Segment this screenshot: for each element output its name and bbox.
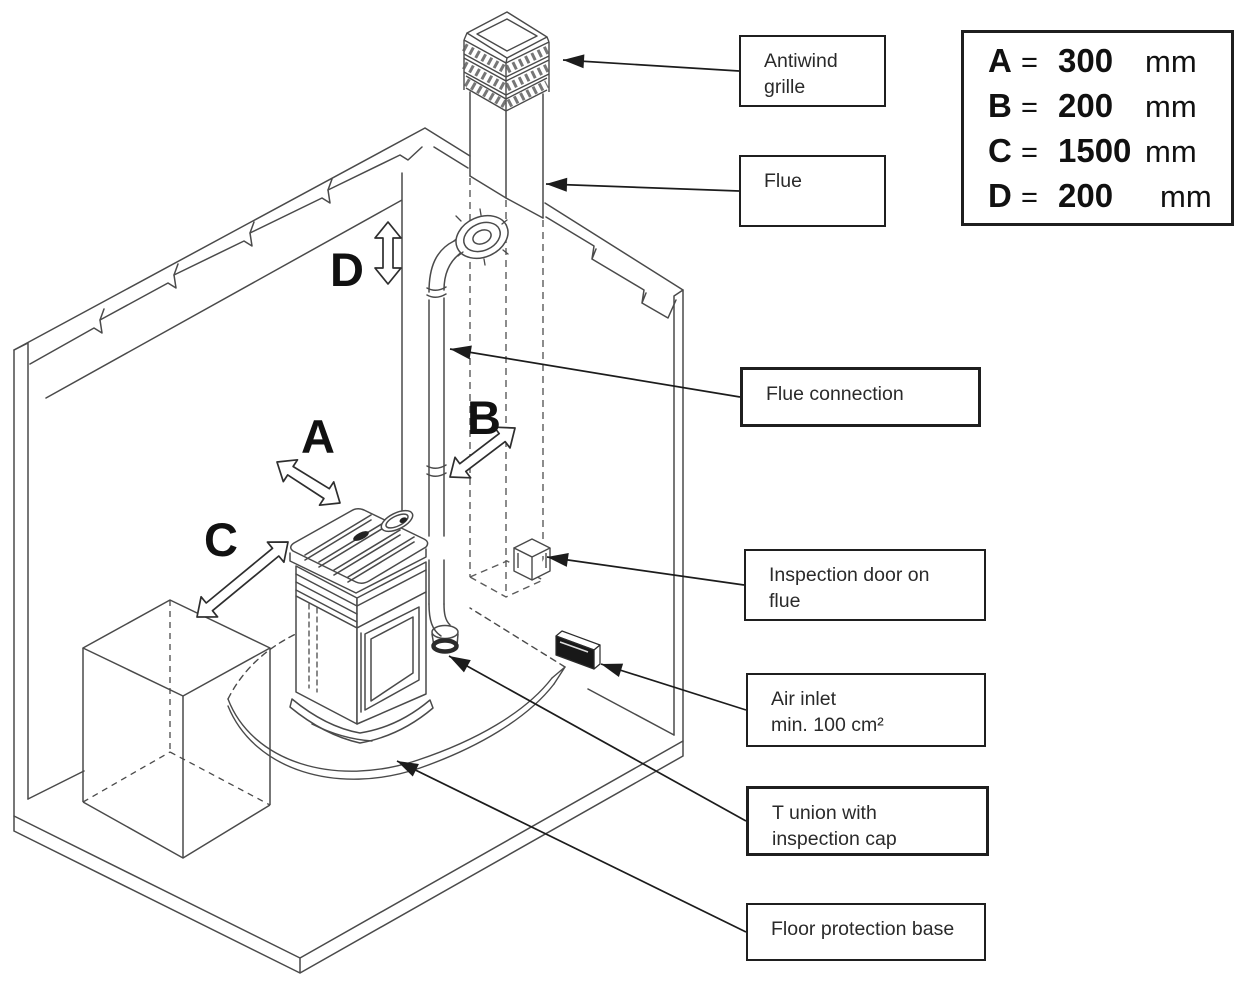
callout-flue: Flue xyxy=(739,155,886,227)
legend-equals: = xyxy=(1021,47,1038,79)
furniture-box xyxy=(82,599,271,859)
callout-flue-connection: Flue connection xyxy=(740,367,981,427)
flue-connection-arrow xyxy=(449,345,741,398)
dim-letter-d: D xyxy=(330,243,364,296)
legend-value: 200 xyxy=(1058,87,1114,124)
antiwind-grille-drawing xyxy=(462,11,551,113)
legend-letter: C xyxy=(988,132,1012,169)
legend-letter: B xyxy=(988,87,1012,124)
legend-unit: mm xyxy=(1145,44,1197,79)
callout-t-union: T union with inspection cap xyxy=(746,786,989,856)
antiwind-grille-arrow xyxy=(562,54,740,72)
inspection-door-drawing xyxy=(513,538,551,581)
legend-row: B = 200 mm xyxy=(988,87,1231,132)
dim-arrow-b xyxy=(449,426,516,479)
dimensions-legend: A = 300 mm B = 200 mm C = 1500 mm D = 20… xyxy=(961,30,1234,226)
legend-row: A = 300 mm xyxy=(988,42,1231,87)
t-union-drawing xyxy=(428,603,459,654)
callout-air-inlet: Air inlet min. 100 cm² xyxy=(746,673,986,747)
legend-equals: = xyxy=(1021,92,1038,124)
legend-value: 1500 xyxy=(1058,132,1132,169)
flue-connection-pipe xyxy=(426,208,509,605)
legend-letter: A xyxy=(988,42,1012,79)
room-structure xyxy=(13,127,684,974)
dimension-arrows xyxy=(196,221,516,618)
air-inlet-arrow xyxy=(600,663,747,711)
legend-value: 300 xyxy=(1058,42,1114,79)
callout-floor-protection-base: Floor protection base xyxy=(746,903,986,961)
stove xyxy=(289,507,434,744)
callout-inspection-door: Inspection door on flue xyxy=(744,549,986,621)
dim-arrow-d xyxy=(374,221,402,285)
dim-letter-c: C xyxy=(204,513,238,566)
legend-value: 200 xyxy=(1058,177,1114,214)
legend-row: C = 1500 mm xyxy=(988,132,1231,177)
legend-letter: D xyxy=(988,177,1012,214)
legend-equals: = xyxy=(1021,137,1038,169)
callout-lines xyxy=(396,54,747,933)
t-union-arrow xyxy=(448,655,747,822)
roof-chimney xyxy=(469,91,544,219)
floor-base-arrow xyxy=(396,760,747,933)
legend-unit: mm xyxy=(1145,134,1197,169)
dim-letter-a: A xyxy=(301,410,335,463)
dim-arrow-a xyxy=(276,458,341,507)
legend-equals: = xyxy=(1021,182,1038,214)
dim-arrow-c xyxy=(196,541,289,618)
inspection-door-arrow xyxy=(546,553,745,586)
legend-unit: mm xyxy=(1160,179,1212,214)
legend-unit: mm xyxy=(1145,89,1197,124)
flue-arrow xyxy=(545,177,740,192)
air-inlet-vent xyxy=(555,630,601,670)
dim-letter-b: B xyxy=(467,391,501,444)
callout-antiwind-grille: Antiwind grille xyxy=(739,35,886,107)
legend-row: D = 200 mm xyxy=(988,177,1231,222)
